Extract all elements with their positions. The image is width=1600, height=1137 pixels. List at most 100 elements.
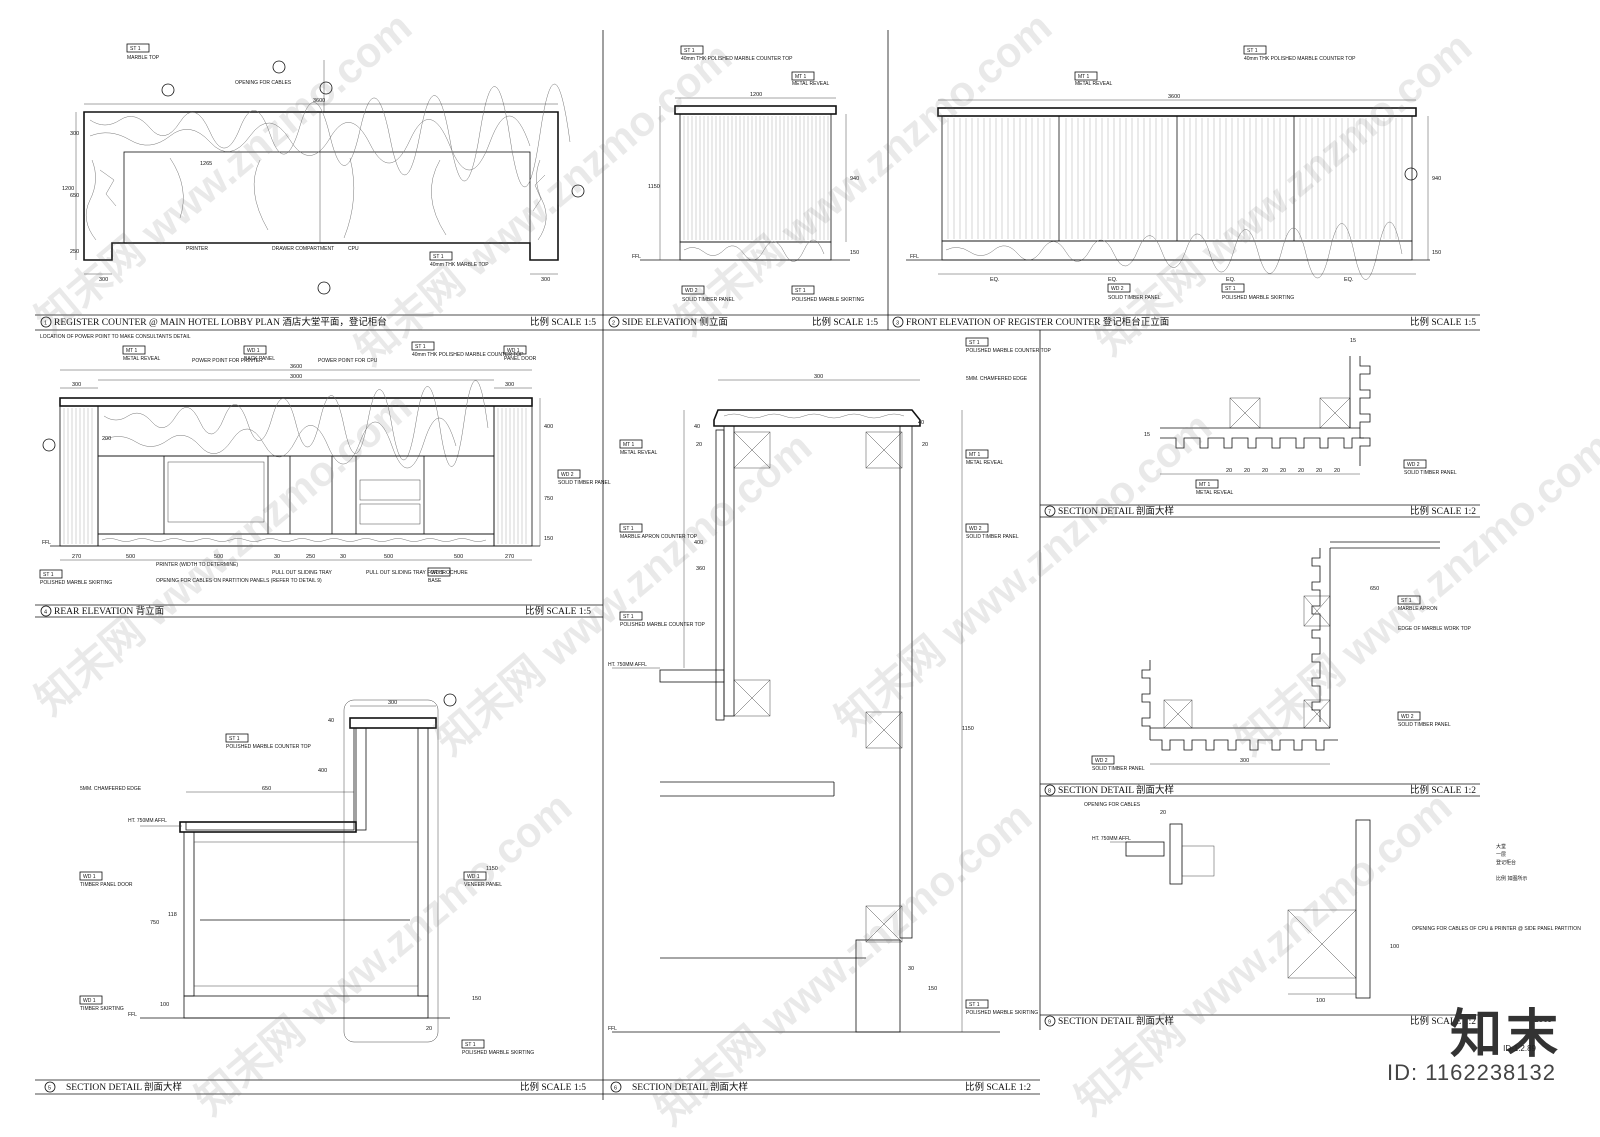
svg-text:ST 1: ST 1 bbox=[969, 1002, 980, 1008]
svg-text:SECTION DETAIL 剖面大样: SECTION DETAIL 剖面大样 bbox=[1058, 505, 1174, 517]
svg-text:ST 1: ST 1 bbox=[43, 572, 54, 578]
svg-text:2: 2 bbox=[612, 321, 615, 327]
section-9-drawing: HT. 750MM AFFL OPENING FOR CABLES 100 10… bbox=[1084, 802, 1581, 1004]
svg-text:ST 1: ST 1 bbox=[623, 614, 634, 620]
svg-text:300: 300 bbox=[541, 277, 550, 283]
svg-text:4: 4 bbox=[44, 610, 47, 616]
svg-text:500: 500 bbox=[454, 554, 463, 560]
svg-text:1200: 1200 bbox=[750, 92, 762, 98]
panel-title-2: 2 SIDE ELEVATION 侧立面 比例 SCALE 1:5 bbox=[608, 316, 878, 328]
svg-text:9: 9 bbox=[1048, 1020, 1051, 1026]
svg-text:POWER POINT FOR CPU: POWER POINT FOR CPU bbox=[318, 358, 378, 364]
svg-text:WD 2: WD 2 bbox=[561, 472, 574, 478]
svg-text:METAL REVEAL: METAL REVEAL bbox=[123, 356, 160, 362]
svg-text:MT 1: MT 1 bbox=[1199, 482, 1211, 488]
svg-text:比例 SCALE 1:5: 比例 SCALE 1:5 bbox=[520, 1081, 586, 1093]
panel-title-7: 7 SECTION DETAIL 剖面大样 比例 SCALE 1:2 bbox=[1044, 505, 1476, 517]
svg-text:5: 5 bbox=[48, 1086, 51, 1092]
svg-text:EQ.: EQ. bbox=[1108, 277, 1118, 283]
svg-text:比例 如图所示: 比例 如图所示 bbox=[1496, 875, 1527, 882]
svg-text:270: 270 bbox=[72, 554, 81, 560]
svg-text:20: 20 bbox=[1298, 468, 1304, 474]
drawing-code: ID-1.2.89 bbox=[1503, 1044, 1536, 1053]
svg-text:比例 SCALE 1:5: 比例 SCALE 1:5 bbox=[812, 316, 878, 328]
svg-text:METAL REVEAL: METAL REVEAL bbox=[620, 450, 657, 456]
svg-text:3600: 3600 bbox=[290, 364, 302, 370]
svg-text:500: 500 bbox=[214, 554, 223, 560]
svg-text:POLISHED MARBLE COUNTER TOP: POLISHED MARBLE COUNTER TOP bbox=[620, 622, 705, 628]
svg-text:300: 300 bbox=[70, 131, 79, 137]
svg-text:REAR ELEVATION 背立面: REAR ELEVATION 背立面 bbox=[54, 605, 164, 617]
svg-text:ST 1: ST 1 bbox=[795, 288, 806, 294]
svg-text:DRAWER COMPARTMENT: DRAWER COMPARTMENT bbox=[272, 246, 334, 252]
image-id-label: ID: 1162238132 bbox=[1387, 1060, 1556, 1085]
svg-text:MARBLE TOP: MARBLE TOP bbox=[127, 55, 160, 61]
svg-text:650: 650 bbox=[262, 786, 271, 792]
plan-drawing: ST 1 MARBLE TOP OPENING FOR CABLES PRINT… bbox=[62, 43, 585, 295]
svg-text:100: 100 bbox=[1316, 998, 1325, 1004]
svg-text:20: 20 bbox=[696, 442, 702, 448]
svg-text:150: 150 bbox=[472, 996, 481, 1002]
svg-text:ST 1: ST 1 bbox=[623, 526, 634, 532]
svg-text:300: 300 bbox=[388, 700, 397, 706]
svg-text:40: 40 bbox=[918, 420, 924, 426]
svg-text:OPENING FOR CABLES: OPENING FOR CABLES bbox=[1084, 802, 1141, 808]
svg-text:FFL: FFL bbox=[128, 1012, 137, 1018]
svg-text:ST 1: ST 1 bbox=[229, 736, 240, 742]
svg-text:ST 1: ST 1 bbox=[433, 254, 444, 260]
svg-text:15: 15 bbox=[1144, 432, 1150, 438]
svg-text:118: 118 bbox=[168, 912, 177, 918]
sheet-note: 大堂 一层 登记柜台 比例 如图所示 bbox=[1496, 843, 1527, 882]
svg-text:FFL: FFL bbox=[632, 254, 641, 260]
svg-text:20: 20 bbox=[1334, 468, 1340, 474]
svg-text:400: 400 bbox=[544, 424, 553, 430]
svg-text:940: 940 bbox=[850, 176, 859, 182]
svg-text:HT. 750MM AFFL: HT. 750MM AFFL bbox=[128, 818, 167, 824]
svg-text:WD 1: WD 1 bbox=[83, 874, 96, 880]
svg-text:SECTION DETAIL 剖面大样: SECTION DETAIL 剖面大样 bbox=[1058, 784, 1174, 796]
svg-text:300: 300 bbox=[814, 374, 823, 380]
svg-text:300: 300 bbox=[1240, 758, 1249, 764]
panel-title-5: 5 SECTION DETAIL 剖面大样 比例 SCALE 1:5 bbox=[44, 1081, 586, 1093]
svg-text:HT. 750MM AFFL: HT. 750MM AFFL bbox=[608, 662, 647, 668]
panel-title-4: 4 REAR ELEVATION 背立面 比例 SCALE 1:5 bbox=[40, 605, 591, 617]
side-elevation-drawing: FFL 1200 1150 940 150 ST 1 40mm THK POLI… bbox=[632, 45, 864, 303]
svg-text:WD 2: WD 2 bbox=[1111, 286, 1124, 292]
svg-text:1265: 1265 bbox=[200, 161, 212, 167]
svg-text:300: 300 bbox=[505, 382, 514, 388]
svg-text:比例 SCALE 1:2: 比例 SCALE 1:2 bbox=[1410, 1015, 1476, 1027]
svg-text:ST 1: ST 1 bbox=[1401, 598, 1412, 604]
svg-text:20: 20 bbox=[1262, 468, 1268, 474]
svg-text:PRINTER (WIDTH TO DETERMINE): PRINTER (WIDTH TO DETERMINE) bbox=[156, 562, 238, 568]
svg-text:ST 1: ST 1 bbox=[969, 340, 980, 346]
svg-text:比例 SCALE 1:2: 比例 SCALE 1:2 bbox=[965, 1081, 1031, 1093]
svg-text:100: 100 bbox=[160, 1002, 169, 1008]
svg-text:FFL: FFL bbox=[910, 254, 919, 260]
svg-text:比例 SCALE 1:2: 比例 SCALE 1:2 bbox=[1410, 505, 1476, 517]
svg-text:7: 7 bbox=[1048, 510, 1051, 516]
svg-text:750: 750 bbox=[544, 496, 553, 502]
svg-text:ST 1: ST 1 bbox=[1247, 48, 1258, 54]
svg-text:5MM. CHAMFERED EDGE: 5MM. CHAMFERED EDGE bbox=[966, 376, 1028, 382]
panel-title-3: 3 FRONT ELEVATION OF REGISTER COUNTER 登记… bbox=[892, 316, 1476, 328]
svg-text:EQ.: EQ. bbox=[1226, 277, 1236, 283]
svg-text:ST 1: ST 1 bbox=[465, 1042, 476, 1048]
sheet-number: 2569 bbox=[1534, 1015, 1552, 1024]
svg-text:360: 360 bbox=[696, 566, 705, 572]
section-6-drawing: FFL HT. 750MM AFFL 300 40 20 400 360 115… bbox=[608, 337, 1051, 1033]
svg-text:LOCATION OF POWER POINT TO MAK: LOCATION OF POWER POINT TO MAKE CONSULTA… bbox=[40, 334, 191, 340]
svg-text:EQ.: EQ. bbox=[1344, 277, 1354, 283]
svg-text:150: 150 bbox=[850, 250, 859, 256]
svg-text:METAL REVEAL: METAL REVEAL bbox=[1196, 490, 1233, 496]
svg-text:MT 1: MT 1 bbox=[969, 452, 981, 458]
svg-text:ST 1: ST 1 bbox=[130, 46, 141, 52]
svg-text:WD 1: WD 1 bbox=[247, 348, 260, 354]
svg-text:40mm THK POLISHED MARBLE COUNT: 40mm THK POLISHED MARBLE COUNTER TOP bbox=[681, 56, 793, 62]
svg-text:POWER POINT FOR PRINTER: POWER POINT FOR PRINTER bbox=[192, 358, 263, 364]
svg-text:WD 1: WD 1 bbox=[467, 874, 480, 880]
svg-text:MT 1: MT 1 bbox=[126, 348, 138, 354]
svg-text:WD 2: WD 2 bbox=[1407, 462, 1420, 468]
svg-text:POLISHED MARBLE COUNTER TOP: POLISHED MARBLE COUNTER TOP bbox=[966, 348, 1051, 354]
svg-text:EDGE OF MARBLE WORK TOP: EDGE OF MARBLE WORK TOP bbox=[1398, 626, 1472, 632]
